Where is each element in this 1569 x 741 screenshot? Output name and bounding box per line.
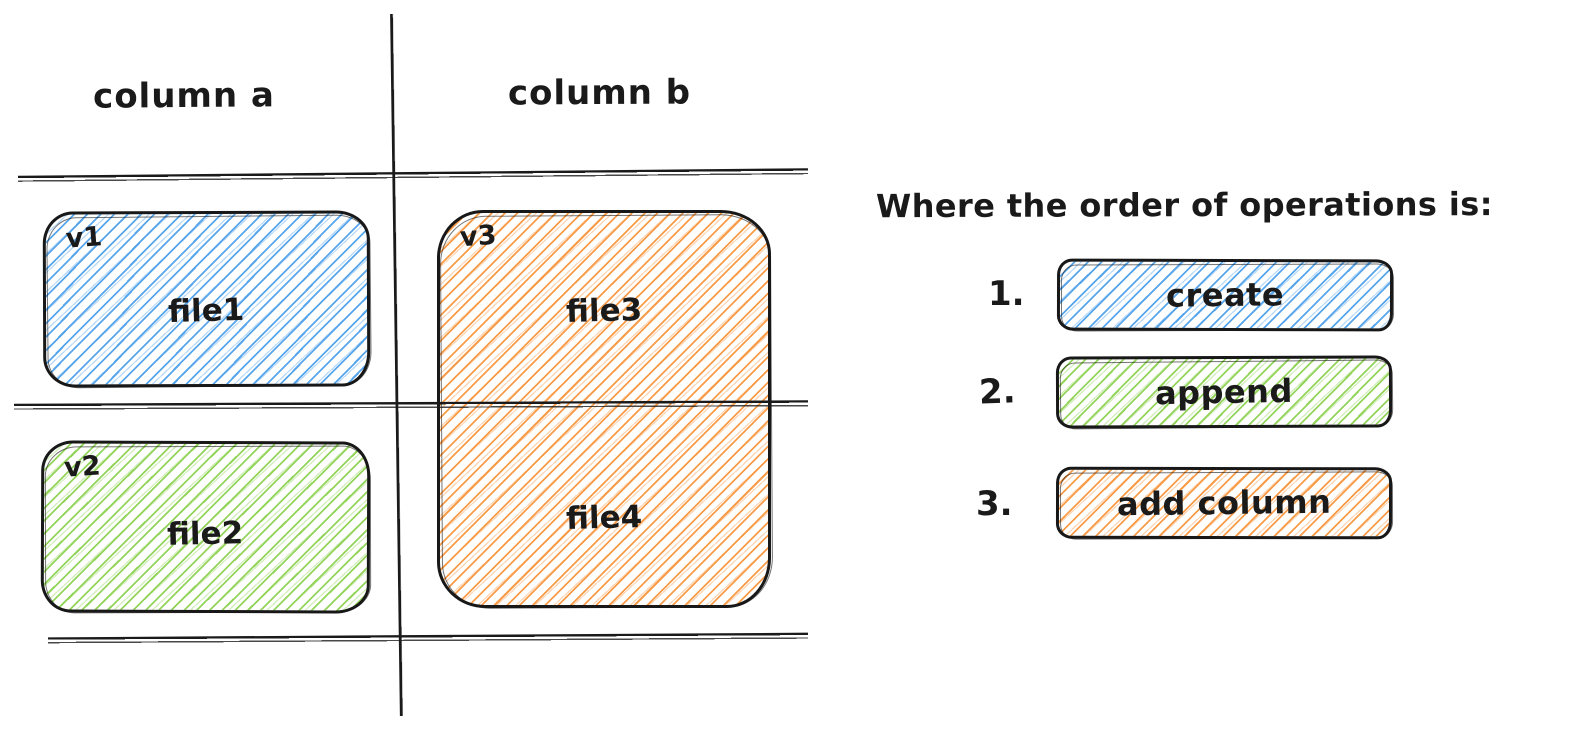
version-label-v1: v1 — [64, 221, 104, 255]
operation-3-pill: add column — [1055, 466, 1393, 540]
file-label-file2: file2 — [166, 515, 244, 553]
file-label-file3: file3 — [565, 292, 643, 330]
cell-v1-file1: v1 file1 — [42, 210, 371, 388]
column-b-header: column b — [507, 72, 692, 114]
cell-v2-file2: v2 file2 — [40, 440, 371, 614]
table-header-underline — [17, 168, 809, 183]
file-label-file1: file1 — [167, 291, 246, 331]
operation-1-number: 1. — [988, 274, 1025, 314]
operation-1-label: create — [1165, 275, 1285, 315]
operation-3-number: 3. — [976, 484, 1013, 524]
operation-2-label: append — [1154, 371, 1294, 413]
version-label-v2: v2 — [63, 450, 102, 484]
table-bottom-line — [47, 632, 809, 645]
operation-1-pill: create — [1056, 258, 1394, 332]
column-a-header: column a — [92, 75, 276, 117]
version-label-v3: v3 — [458, 219, 498, 254]
file-label-file4: file4 — [565, 499, 643, 537]
operation-2-pill: append — [1055, 355, 1393, 429]
cell-v3-file3-file4: v3 file3 file4 — [437, 210, 771, 608]
legend-title: Where the order of operations is: — [875, 185, 1493, 226]
operation-2-number: 2. — [978, 371, 1017, 413]
operation-3-label: add column — [1116, 482, 1332, 524]
table-column-divider-line — [390, 14, 404, 716]
cell-v3-bottom-half: file4 — [440, 409, 768, 605]
